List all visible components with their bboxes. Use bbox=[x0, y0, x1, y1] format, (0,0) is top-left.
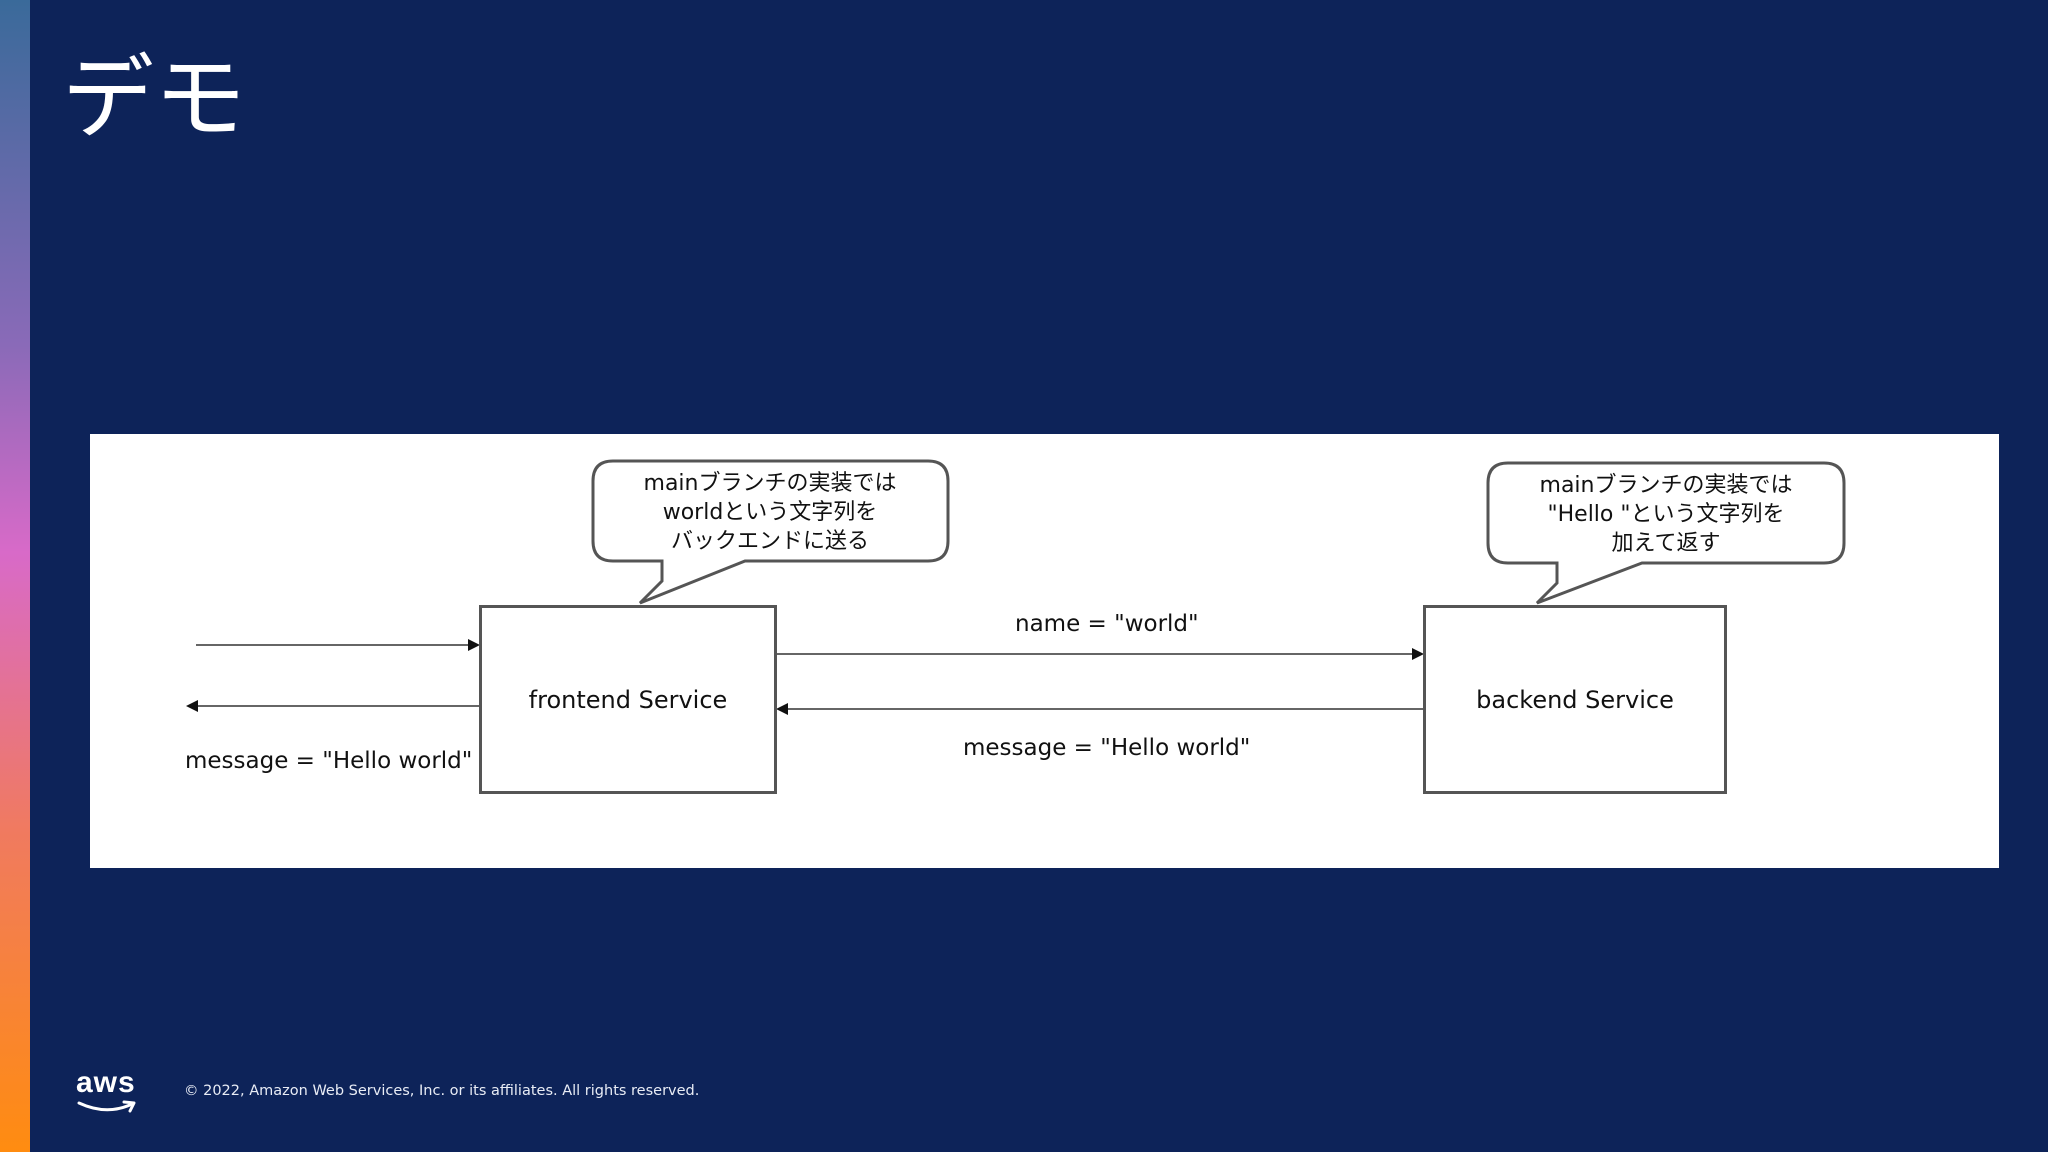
aws-smile-icon bbox=[77, 1100, 136, 1113]
callout-line: "Hello "という文字列を bbox=[1547, 501, 1785, 527]
diagram-canvas bbox=[186, 459, 1846, 715]
callout-line: mainブランチの実装では bbox=[643, 470, 897, 496]
accent-gradient-bar bbox=[0, 0, 30, 1152]
callout-bubble-backend bbox=[1486, 461, 1846, 605]
aws-logo: aws bbox=[76, 1068, 138, 1116]
callout-text-backend: mainブランチの実装では "Hello "という文字列を 加えて返す bbox=[1490, 466, 1842, 562]
backend-service-node: backend Service bbox=[1423, 605, 1727, 794]
callout-text-frontend: mainブランチの実装では worldという文字列を バックエンドに送る bbox=[595, 464, 945, 560]
slide-title: デモ bbox=[62, 45, 247, 152]
callout-line: mainブランチの実装では bbox=[1539, 472, 1793, 498]
aws-logo-text: aws bbox=[76, 1066, 136, 1099]
callout-line: バックエンドに送る bbox=[670, 528, 869, 554]
edge-label-message-client: message = "Hello world" bbox=[185, 748, 473, 774]
callout-line: worldという文字列を bbox=[662, 499, 878, 525]
diagram-panel: frontend Service backend Service mainブラン… bbox=[90, 434, 1999, 868]
frontend-service-label: frontend Service bbox=[528, 685, 728, 714]
callout-line: 加えて返す bbox=[1611, 530, 1721, 556]
frontend-service-node: frontend Service bbox=[479, 605, 777, 794]
callout-bubble-frontend bbox=[591, 459, 950, 605]
backend-service-label: backend Service bbox=[1476, 685, 1674, 714]
edge-label-name-world: name = "world" bbox=[1015, 611, 1199, 637]
edge-label-message-center: message = "Hello world" bbox=[963, 735, 1251, 761]
copyright-text: © 2022, Amazon Web Services, Inc. or its… bbox=[184, 1083, 700, 1099]
